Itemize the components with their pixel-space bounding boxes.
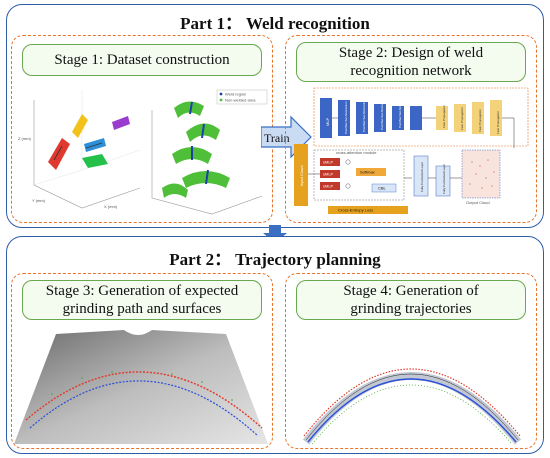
output-cloud-label: Output Cloud [466,200,490,205]
stage4-title-line2: grinding trajectories [350,301,472,317]
red-plate [48,138,70,170]
loss-label: Cross-Entropy Loss [338,208,373,213]
block-sa-2: PointNet Set Abstraction [362,99,366,132]
part1-panel: Part 1： Weld recognition Stage 1: Datase… [6,4,544,228]
cbl-label: CBL [378,186,387,191]
block-fp-1: Feat Propagation [442,105,446,128]
grinding-surface-image [14,330,268,444]
stage3-title: Stage 3: Generation of expected grinding… [22,280,262,320]
fc-label-2: Fully Connected Layer [442,164,446,194]
part1-title: Part 1： Weld recognition [180,14,370,33]
axis-x-label: X (mm) [104,204,118,209]
down-arrow [263,225,287,243]
stage1-title: Stage 1: Dataset construction [22,44,262,76]
block-fp-4: Feat Propagation [496,111,500,134]
trajectory-green [311,384,513,445]
train-label: Train [264,131,290,145]
stage3-panel: Stage 3: Generation of expected grinding… [11,273,273,449]
legend-weld: Weld region [225,92,246,97]
weld-piece-5 [162,183,188,198]
stage1-panel: Stage 1: Dataset construction Z (mm) Y (… [11,35,273,223]
decoder-blocks [436,100,502,136]
input-cloud-label: Input Cloud [299,166,304,186]
stage2-panel: Stage 2: Design of weld recognition netw… [285,35,537,223]
expected-path-red [25,371,263,429]
stage4-title-line1: Stage 4: Generation of [343,283,479,299]
cross-attention-label: cross-attention module [336,150,377,155]
block-sa-3: PointNet Set Abstraction [380,97,384,130]
part2-title: Part 2： Trajectory planning [169,250,381,269]
plot-3d-right: Weld region Non-welded area [151,89,268,215]
smlp-1: sMLP [323,160,334,165]
trajectory-blue [307,378,517,443]
stage3-title-line2: grinding path and surfaces [62,301,222,317]
smlp-3: sMLP [323,184,334,189]
input-cloud-block [294,144,308,206]
loss-bar [328,206,408,214]
block-sa-4: PointNet Set Abstraction [398,95,402,128]
stage4-title: Stage 4: Generation of grinding trajecto… [296,280,526,320]
stage4-panel: Stage 4: Generation of grinding trajecto… [285,273,537,449]
plot-3d-left: Z (mm) Y (mm) X (mm) [18,90,141,209]
legend-nonweld: Non-welded area [225,98,256,103]
stage2-title-line2: recognition network [350,63,472,79]
weld-piece-1 [174,101,204,118]
expected-path-blue [29,380,259,437]
trajectory-band-gray [302,372,522,445]
dataset-plots: Z (mm) Y (mm) X (mm) Weld region [18,89,268,215]
axis-y-label: Y (mm) [32,198,46,203]
stage3-title-line1: Stage 3: Generation of expected [45,283,239,299]
block-mlp: MLP [325,117,330,126]
fc-label-1: Fully Connected Layer [420,162,424,192]
purple-plate [112,116,130,130]
block-fp-3: Feat Propagation [478,109,482,132]
grinding-trajectory-image [302,368,522,445]
fc-layer-2 [435,165,451,197]
block-fp-2: Feat Propagation [460,107,464,130]
softmax-label: Softmax [360,170,375,175]
trajectory-black [305,373,519,441]
stage2-title: Stage 2: Design of weld recognition netw… [296,42,526,82]
output-cloud-block [461,149,501,199]
part2-panel: Part 2： Trajectory planning Stage 3: Gen… [6,236,544,454]
fc-layer-1 [413,155,429,197]
network-diagram: MLP PointNet Set Abstraction PointNet Se… [294,87,529,214]
block-sa-1: PointNet Set Abstraction [344,101,348,134]
encoder-blocks [320,98,422,138]
smlp-2: sMLP [323,172,334,177]
stage2-title-line1: Stage 2: Design of weld [338,45,484,61]
yellow-plate [72,114,88,138]
green-plate [82,154,108,168]
axis-z-label: Z (mm) [18,136,32,141]
